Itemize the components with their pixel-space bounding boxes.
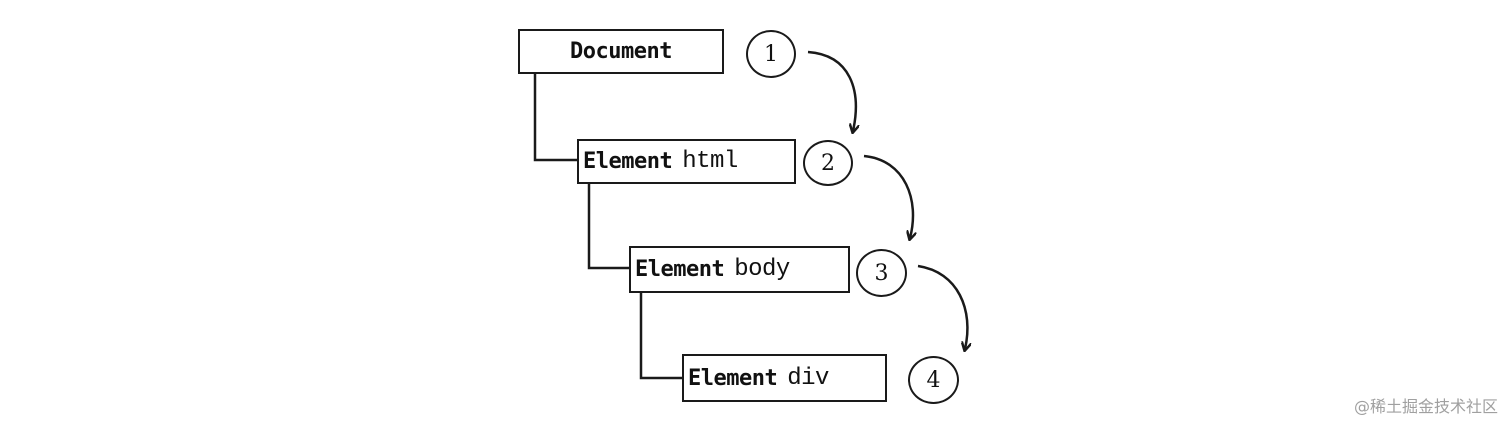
step-number-2: 2 [803,140,853,186]
node-element-body: Element body [629,246,850,293]
node-tag-label: body [734,256,790,283]
connector-document-html [533,74,577,162]
connector-html-body [587,184,629,270]
node-tag-label: div [787,364,829,392]
step-number-3: 3 [856,249,907,297]
watermark-text: @稀土掘金技术社区 [1353,397,1498,416]
connector-body-div [639,293,682,380]
step-number-1: 1 [746,30,796,78]
node-kind-label: Document [570,39,672,64]
arrow-step-2-to-3 [863,154,913,238]
node-kind-label: Element [583,149,673,174]
arrow-step-3-to-4 [917,264,967,349]
node-element-div: Element div [682,354,887,402]
node-kind-label: Element [635,257,725,282]
node-element-html: Element html [577,139,796,184]
step-number-4: 4 [908,356,959,404]
node-kind-label: Element [688,365,778,391]
node-tag-label: html [682,148,738,175]
arrow-step-1-to-2 [807,50,856,131]
node-document: Document [518,29,724,74]
